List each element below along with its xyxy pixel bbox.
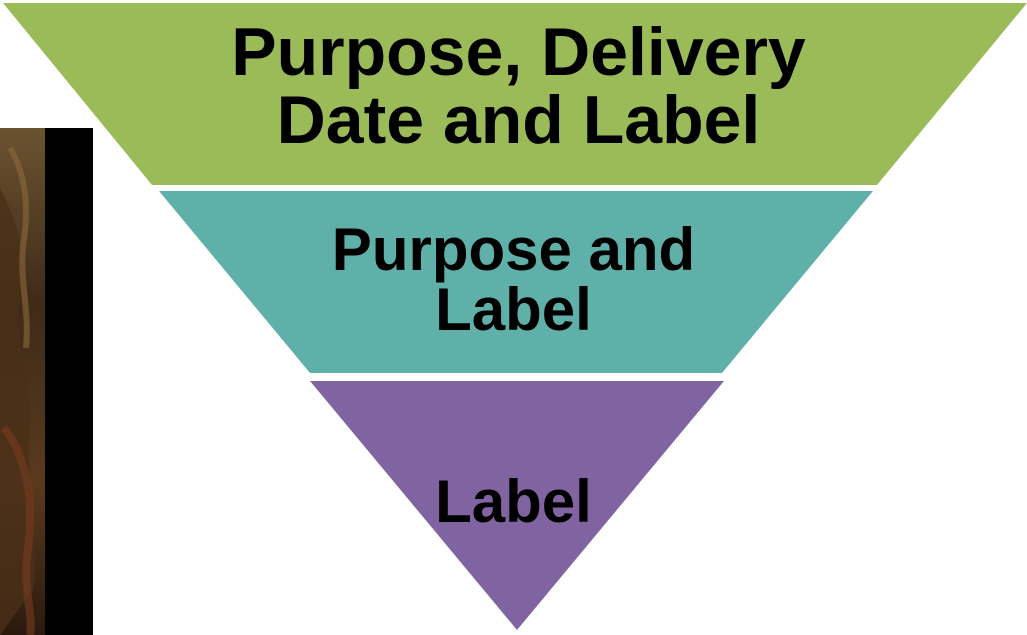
tier-label-line: Label <box>435 276 592 343</box>
tier-label-top: Purpose, Delivery Date and Label <box>5 18 1027 154</box>
funnel-tier-top <box>3 3 1027 185</box>
tier-label-bottom: Label <box>0 472 1027 532</box>
tier-label-line: Purpose, Delivery <box>231 14 806 90</box>
tier-label-line: Date and Label <box>276 82 761 158</box>
tier-label-line: Purpose and <box>331 216 696 283</box>
funnel-tier-middle <box>159 191 873 373</box>
photo-image <box>0 128 93 635</box>
tier-label-middle: Purpose and Label <box>0 220 1027 340</box>
funnel-tier-bottom <box>310 381 724 630</box>
cropped-photo <box>0 128 93 635</box>
tier-label-line: Label <box>435 468 592 535</box>
